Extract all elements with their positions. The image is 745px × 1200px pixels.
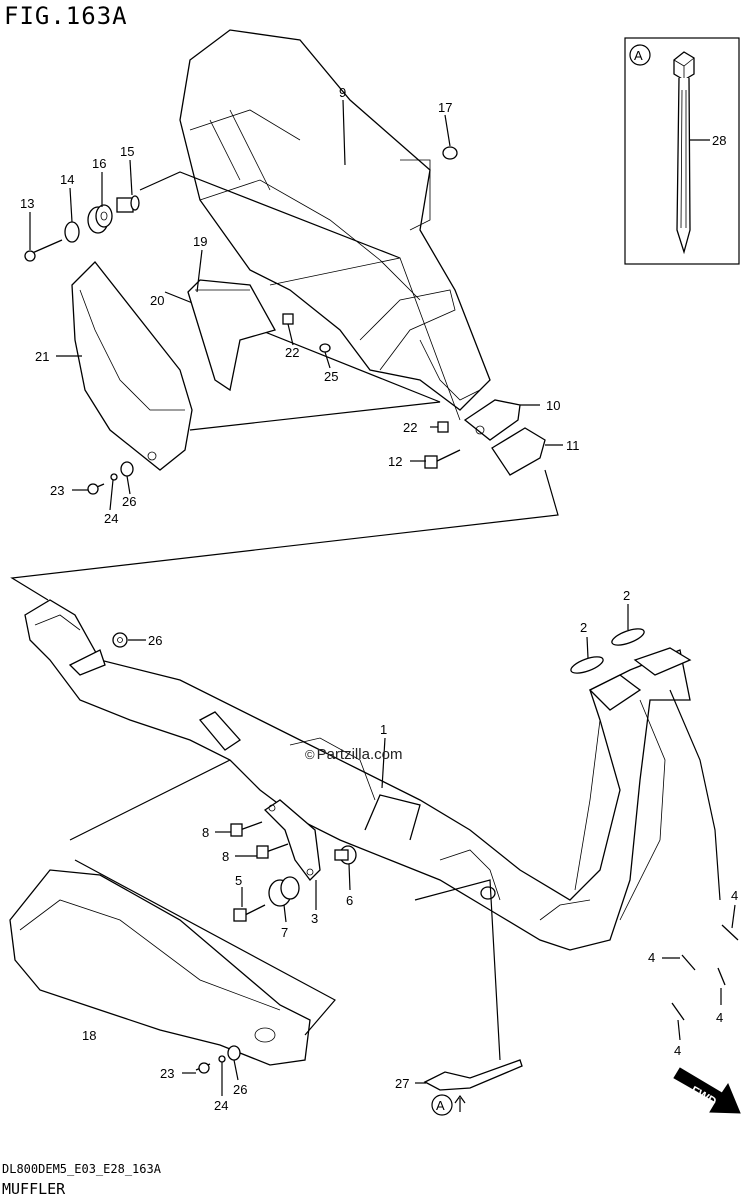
- callout-1: 1: [380, 722, 387, 737]
- callout-18: 18: [82, 1028, 96, 1043]
- watermark: ©Partzilla.com: [305, 746, 402, 763]
- callout-7: 7: [281, 925, 288, 940]
- callout-14: 14: [60, 172, 74, 187]
- washer-24-upper[interactable]: [110, 473, 118, 481]
- assembly-line-3: [269, 257, 461, 421]
- ref-marker-circle: [431, 1094, 453, 1116]
- damper-7[interactable]: [268, 876, 300, 907]
- callout-6: 6: [346, 893, 353, 908]
- bolt-4c[interactable]: [717, 967, 726, 986]
- callout-26-upper: 26: [122, 494, 136, 509]
- nut-22-upper[interactable]: [282, 313, 294, 325]
- callout-27: 27: [395, 1076, 409, 1091]
- cable-tie-part[interactable]: [673, 51, 695, 255]
- callout-20: 20: [150, 293, 164, 308]
- callout-19: 19: [193, 234, 207, 249]
- assembly-line: [139, 171, 401, 259]
- callout-15: 15: [120, 144, 134, 159]
- callout-26-middle: 26: [148, 633, 162, 648]
- bolt-4d[interactable]: [671, 1002, 685, 1021]
- transfer-line: [10, 469, 559, 601]
- callout-3: 3: [311, 911, 318, 926]
- bracket-3[interactable]: [263, 799, 321, 881]
- watermark-text: Partzilla.com: [316, 746, 403, 763]
- callout-8b: 8: [222, 849, 229, 864]
- callout-9: 9: [339, 85, 346, 100]
- leader-lines: [29, 99, 736, 1096]
- callout-24-upper: 24: [104, 511, 118, 526]
- gasket-2a[interactable]: [569, 654, 605, 677]
- callout-10: 10: [546, 398, 560, 413]
- callout-25: 25: [324, 369, 338, 384]
- copyright-icon: ©: [305, 747, 315, 762]
- callout-23-upper: 23: [50, 483, 64, 498]
- exhaust-pipe-part[interactable]: [24, 599, 721, 951]
- callout-13: 13: [20, 196, 34, 211]
- callout-24-lower: 24: [214, 1098, 228, 1113]
- washer-14[interactable]: [64, 221, 80, 243]
- callout-22-upper: 22: [285, 345, 299, 360]
- collar-15[interactable]: [116, 195, 140, 213]
- bolt-23-lower[interactable]: [195, 1062, 211, 1074]
- callout-labels: 9 17 15 16 14 13 19 20 21 22 25 10 11 22…: [20, 85, 738, 1113]
- washer-26-upper[interactable]: [120, 461, 134, 477]
- callout-17: 17: [438, 100, 452, 115]
- clamp-27[interactable]: [423, 1059, 523, 1091]
- washer-26-lower-2[interactable]: [227, 1045, 241, 1061]
- clamp-10[interactable]: [463, 399, 521, 441]
- callout-28: 28: [712, 133, 726, 148]
- inset-box: A 28: [624, 37, 740, 265]
- bolt-23-upper[interactable]: [87, 483, 105, 495]
- collar-6[interactable]: [334, 845, 357, 865]
- callout-11: 11: [566, 438, 580, 453]
- bolt-4a[interactable]: [721, 924, 739, 941]
- washer-24-lower[interactable]: [218, 1055, 226, 1063]
- bolt-12[interactable]: [424, 449, 461, 469]
- ref-marker-label: A: [436, 1098, 445, 1113]
- heat-shield-lower-part[interactable]: [9, 869, 311, 1066]
- figure-code: DL800DEM5_E03_E28_163A: [2, 1162, 161, 1176]
- callout-4b: 4: [648, 950, 655, 965]
- bolt-8b[interactable]: [256, 843, 289, 859]
- figure-title: FIG.163A: [4, 2, 128, 30]
- bolt-4b[interactable]: [681, 954, 696, 971]
- gasket-11[interactable]: [491, 427, 546, 476]
- nut-22-lower[interactable]: [437, 421, 449, 433]
- inset-frame: [624, 37, 740, 265]
- callout-4a: 4: [731, 888, 738, 903]
- ref-arrow-icon: [454, 1094, 466, 1112]
- shield-assembly-line: [69, 759, 336, 1036]
- callout-2b: 2: [623, 588, 630, 603]
- gasket-2b[interactable]: [610, 626, 646, 649]
- inset-marker-circle: [629, 44, 651, 66]
- callout-21: 21: [35, 349, 49, 364]
- fwd-arrow-icon: [673, 1067, 741, 1114]
- callout-16: 16: [92, 156, 106, 171]
- callout-26-lower: 26: [233, 1082, 247, 1097]
- callout-22-lower: 22: [403, 420, 417, 435]
- figure-name: MUFFLER: [2, 1180, 66, 1198]
- callout-2a: 2: [580, 620, 587, 635]
- damper-16[interactable]: [87, 204, 113, 234]
- nut-25[interactable]: [319, 343, 331, 353]
- callout-4d: 4: [674, 1043, 681, 1058]
- bolt-8a[interactable]: [230, 821, 263, 837]
- washer-26-lower[interactable]: [112, 632, 128, 648]
- callout-5: 5: [235, 873, 242, 888]
- bracket-plate-part[interactable]: [187, 279, 276, 392]
- bolt-5[interactable]: [233, 904, 266, 922]
- inset-marker-label: A: [634, 48, 643, 63]
- heat-shield-upper-part[interactable]: [71, 261, 193, 471]
- nut-17[interactable]: [442, 146, 458, 160]
- callout-12: 12: [388, 454, 402, 469]
- callout-8a: 8: [202, 825, 209, 840]
- mounting-bolt-13[interactable]: [24, 239, 63, 262]
- clamp-assembly-line: [414, 879, 501, 1061]
- callout-4c: 4: [716, 1010, 723, 1025]
- silencer-part[interactable]: [179, 29, 491, 411]
- callout-23-lower: 23: [160, 1066, 174, 1081]
